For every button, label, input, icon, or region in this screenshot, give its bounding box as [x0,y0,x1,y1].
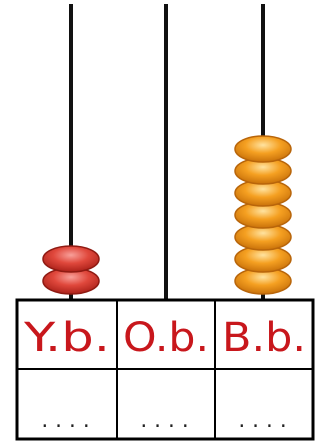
label-bb: B.b. [222,315,306,361]
label-yb: Y.b. [23,315,110,361]
label-ob: O.b. [123,315,209,361]
answer-placeholder-yb: .... [39,411,94,432]
answer-placeholder-ob: .... [138,411,193,432]
bead-bb-7 [234,135,292,163]
place-value-table [15,298,315,441]
answer-placeholder-bb: .... [236,411,291,432]
bead-yb-2 [42,245,100,273]
beads-group [42,135,292,295]
